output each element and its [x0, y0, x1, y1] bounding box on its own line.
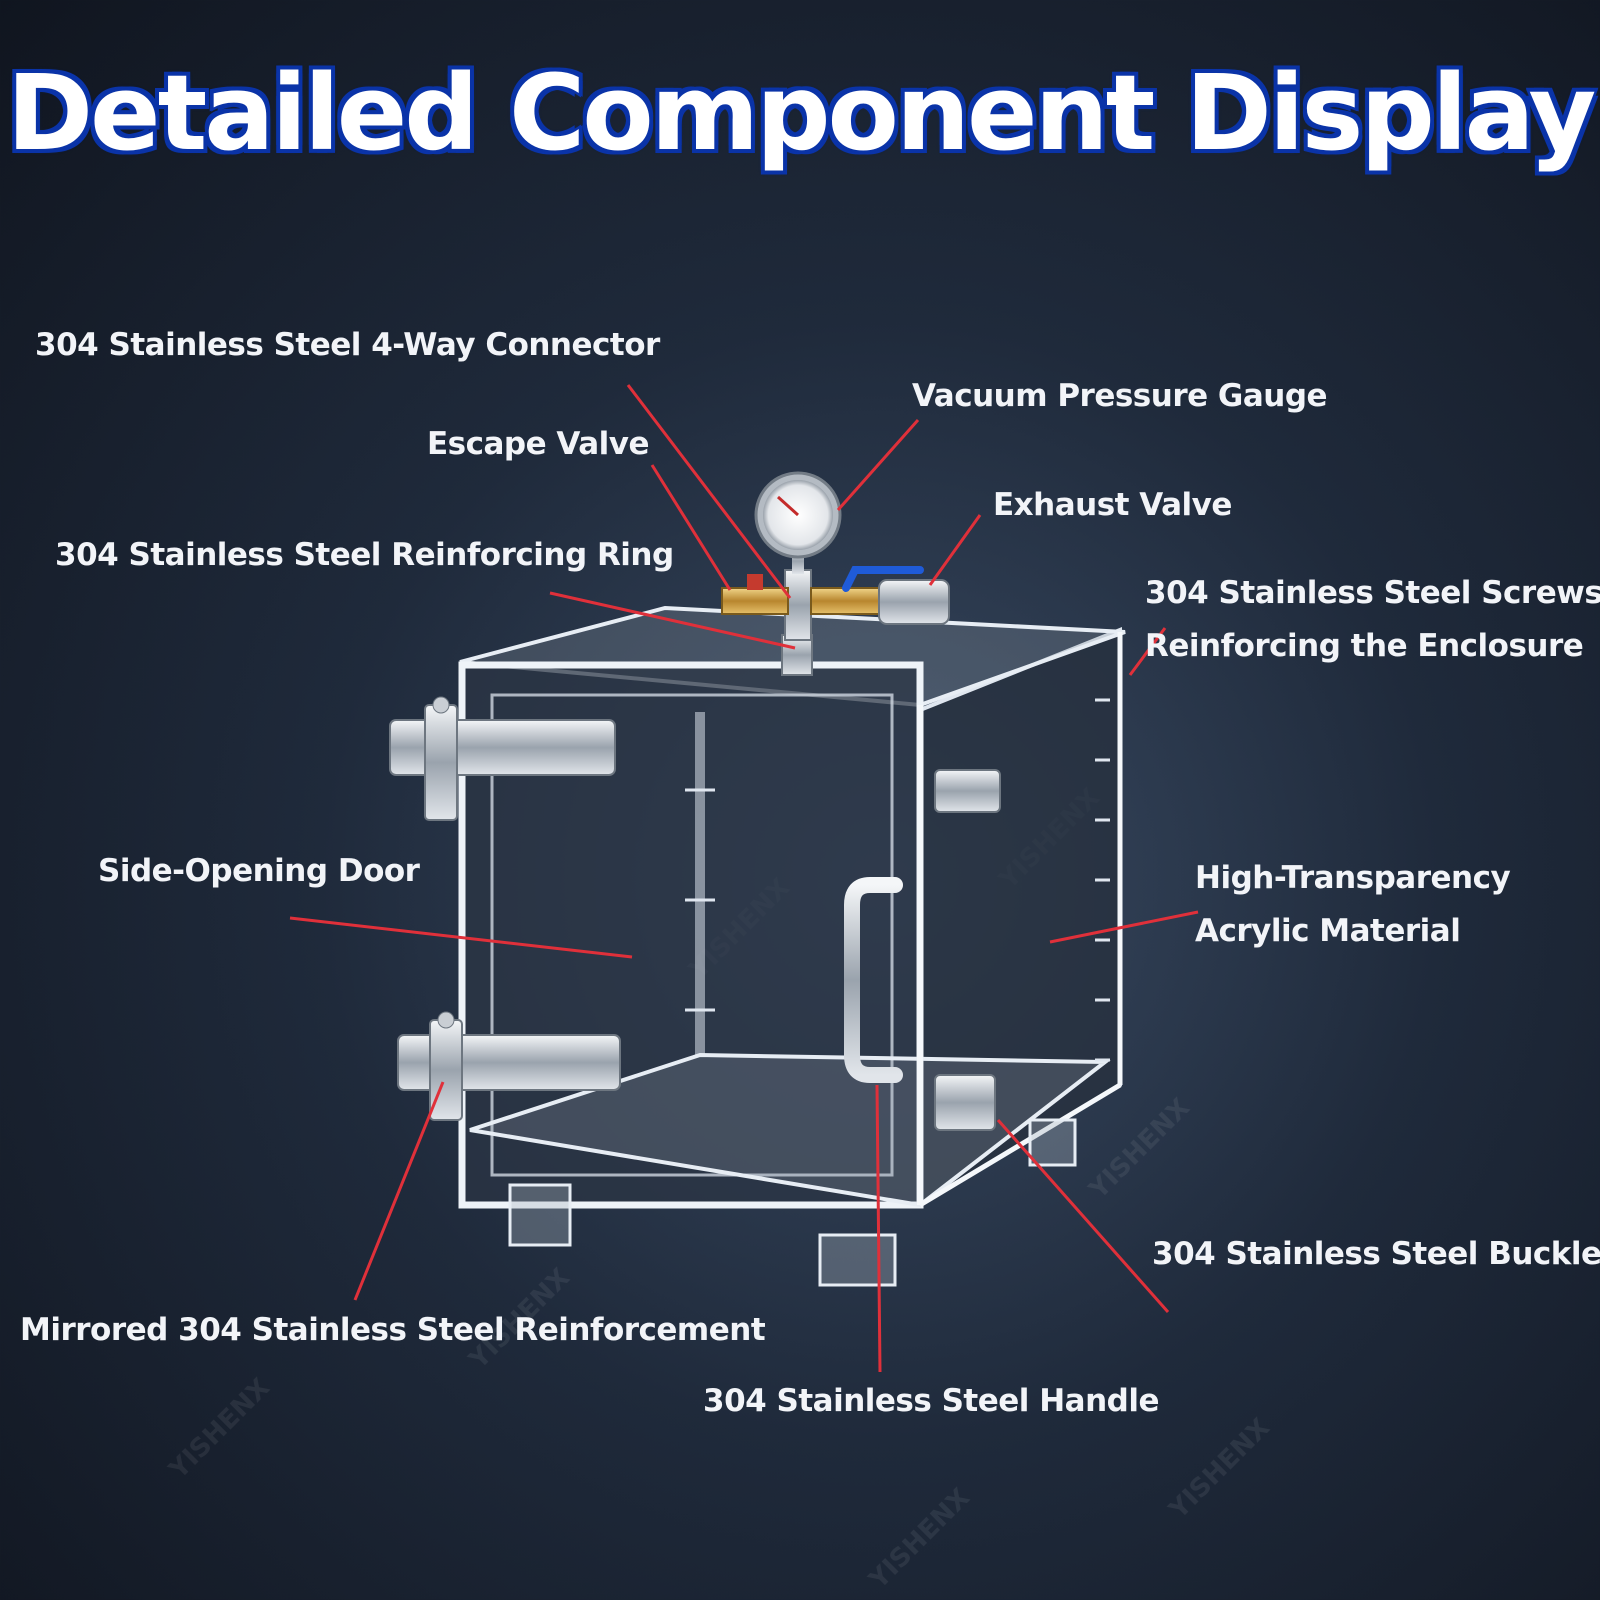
leader-lines — [289, 384, 1199, 1373]
top-fittings — [721, 471, 950, 676]
leader-line-reinforcing-ring — [549, 591, 796, 650]
escape-valve-knob — [747, 574, 763, 590]
watermark: YISHENX — [163, 1373, 276, 1486]
leader-line-escape-valve — [650, 464, 732, 591]
box-foot — [1028, 1118, 1077, 1167]
label-vacuum-gauge: Vacuum Pressure Gauge — [912, 378, 1328, 414]
leader-line-side-door — [289, 916, 633, 959]
label-acrylic-line1: High-Transparency — [1195, 860, 1511, 896]
label-screws: 304 Stainless Steel Screws Reinforcing t… — [1145, 567, 1600, 673]
leader-line-mirrored-reinforcement — [353, 1081, 445, 1301]
watermark: YISHENX — [863, 1483, 976, 1596]
leader-line-vacuum-gauge — [836, 419, 920, 511]
label-screws-line2: Reinforcing the Enclosure — [1145, 628, 1584, 664]
buckle-bottom — [934, 1074, 996, 1131]
reinforcing-ring — [781, 634, 813, 676]
vacuum-gauge-needle — [776, 495, 800, 517]
leader-line-handle — [875, 1084, 882, 1373]
box-foot — [508, 1183, 572, 1247]
label-reinforcing-ring: 304 Stainless Steel Reinforcing Ring — [55, 537, 674, 573]
label-acrylic-line2: Acrylic Material — [1195, 913, 1461, 949]
label-screws-line1: 304 Stainless Steel Screws — [1145, 575, 1600, 611]
label-buckle: 304 Stainless Steel Buckle — [1152, 1236, 1600, 1272]
label-handle: 304 Stainless Steel Handle — [703, 1383, 1160, 1419]
leader-line-exhaust-valve — [928, 514, 982, 586]
leader-line-buckle — [996, 1119, 1170, 1313]
exhaust-valve-lever — [842, 566, 924, 592]
leader-line-acrylic — [1049, 910, 1199, 944]
label-exhaust-valve: Exhaust Valve — [993, 487, 1232, 523]
door-handle — [844, 877, 903, 1083]
label-side-door: Side-Opening Door — [98, 853, 420, 889]
label-escape-valve: Escape Valve — [427, 426, 650, 462]
watermark: YISHENX — [1163, 1413, 1276, 1526]
label-mirrored-reinforcement: Mirrored 304 Stainless Steel Reinforceme… — [20, 1312, 766, 1348]
label-acrylic: High-Transparency Acrylic Material — [1195, 852, 1511, 958]
leader-line-screws — [1128, 627, 1167, 676]
screw-marks — [685, 698, 1110, 1062]
page-title: Detailed Component Display — [4, 50, 1599, 177]
front-door-inner-frame — [490, 693, 894, 1177]
watermark: YISHENX — [1083, 1093, 1196, 1206]
buckle-top — [934, 769, 1001, 813]
escape-valve-body — [721, 587, 789, 615]
leader-line-four-way-connector — [626, 384, 792, 599]
hinge-top — [389, 696, 616, 821]
acrylic-box — [458, 605, 1126, 1287]
exhaust-port — [878, 579, 950, 625]
label-four-way-connector: 304 Stainless Steel 4-Way Connector — [35, 327, 660, 363]
box-foot — [818, 1233, 897, 1287]
